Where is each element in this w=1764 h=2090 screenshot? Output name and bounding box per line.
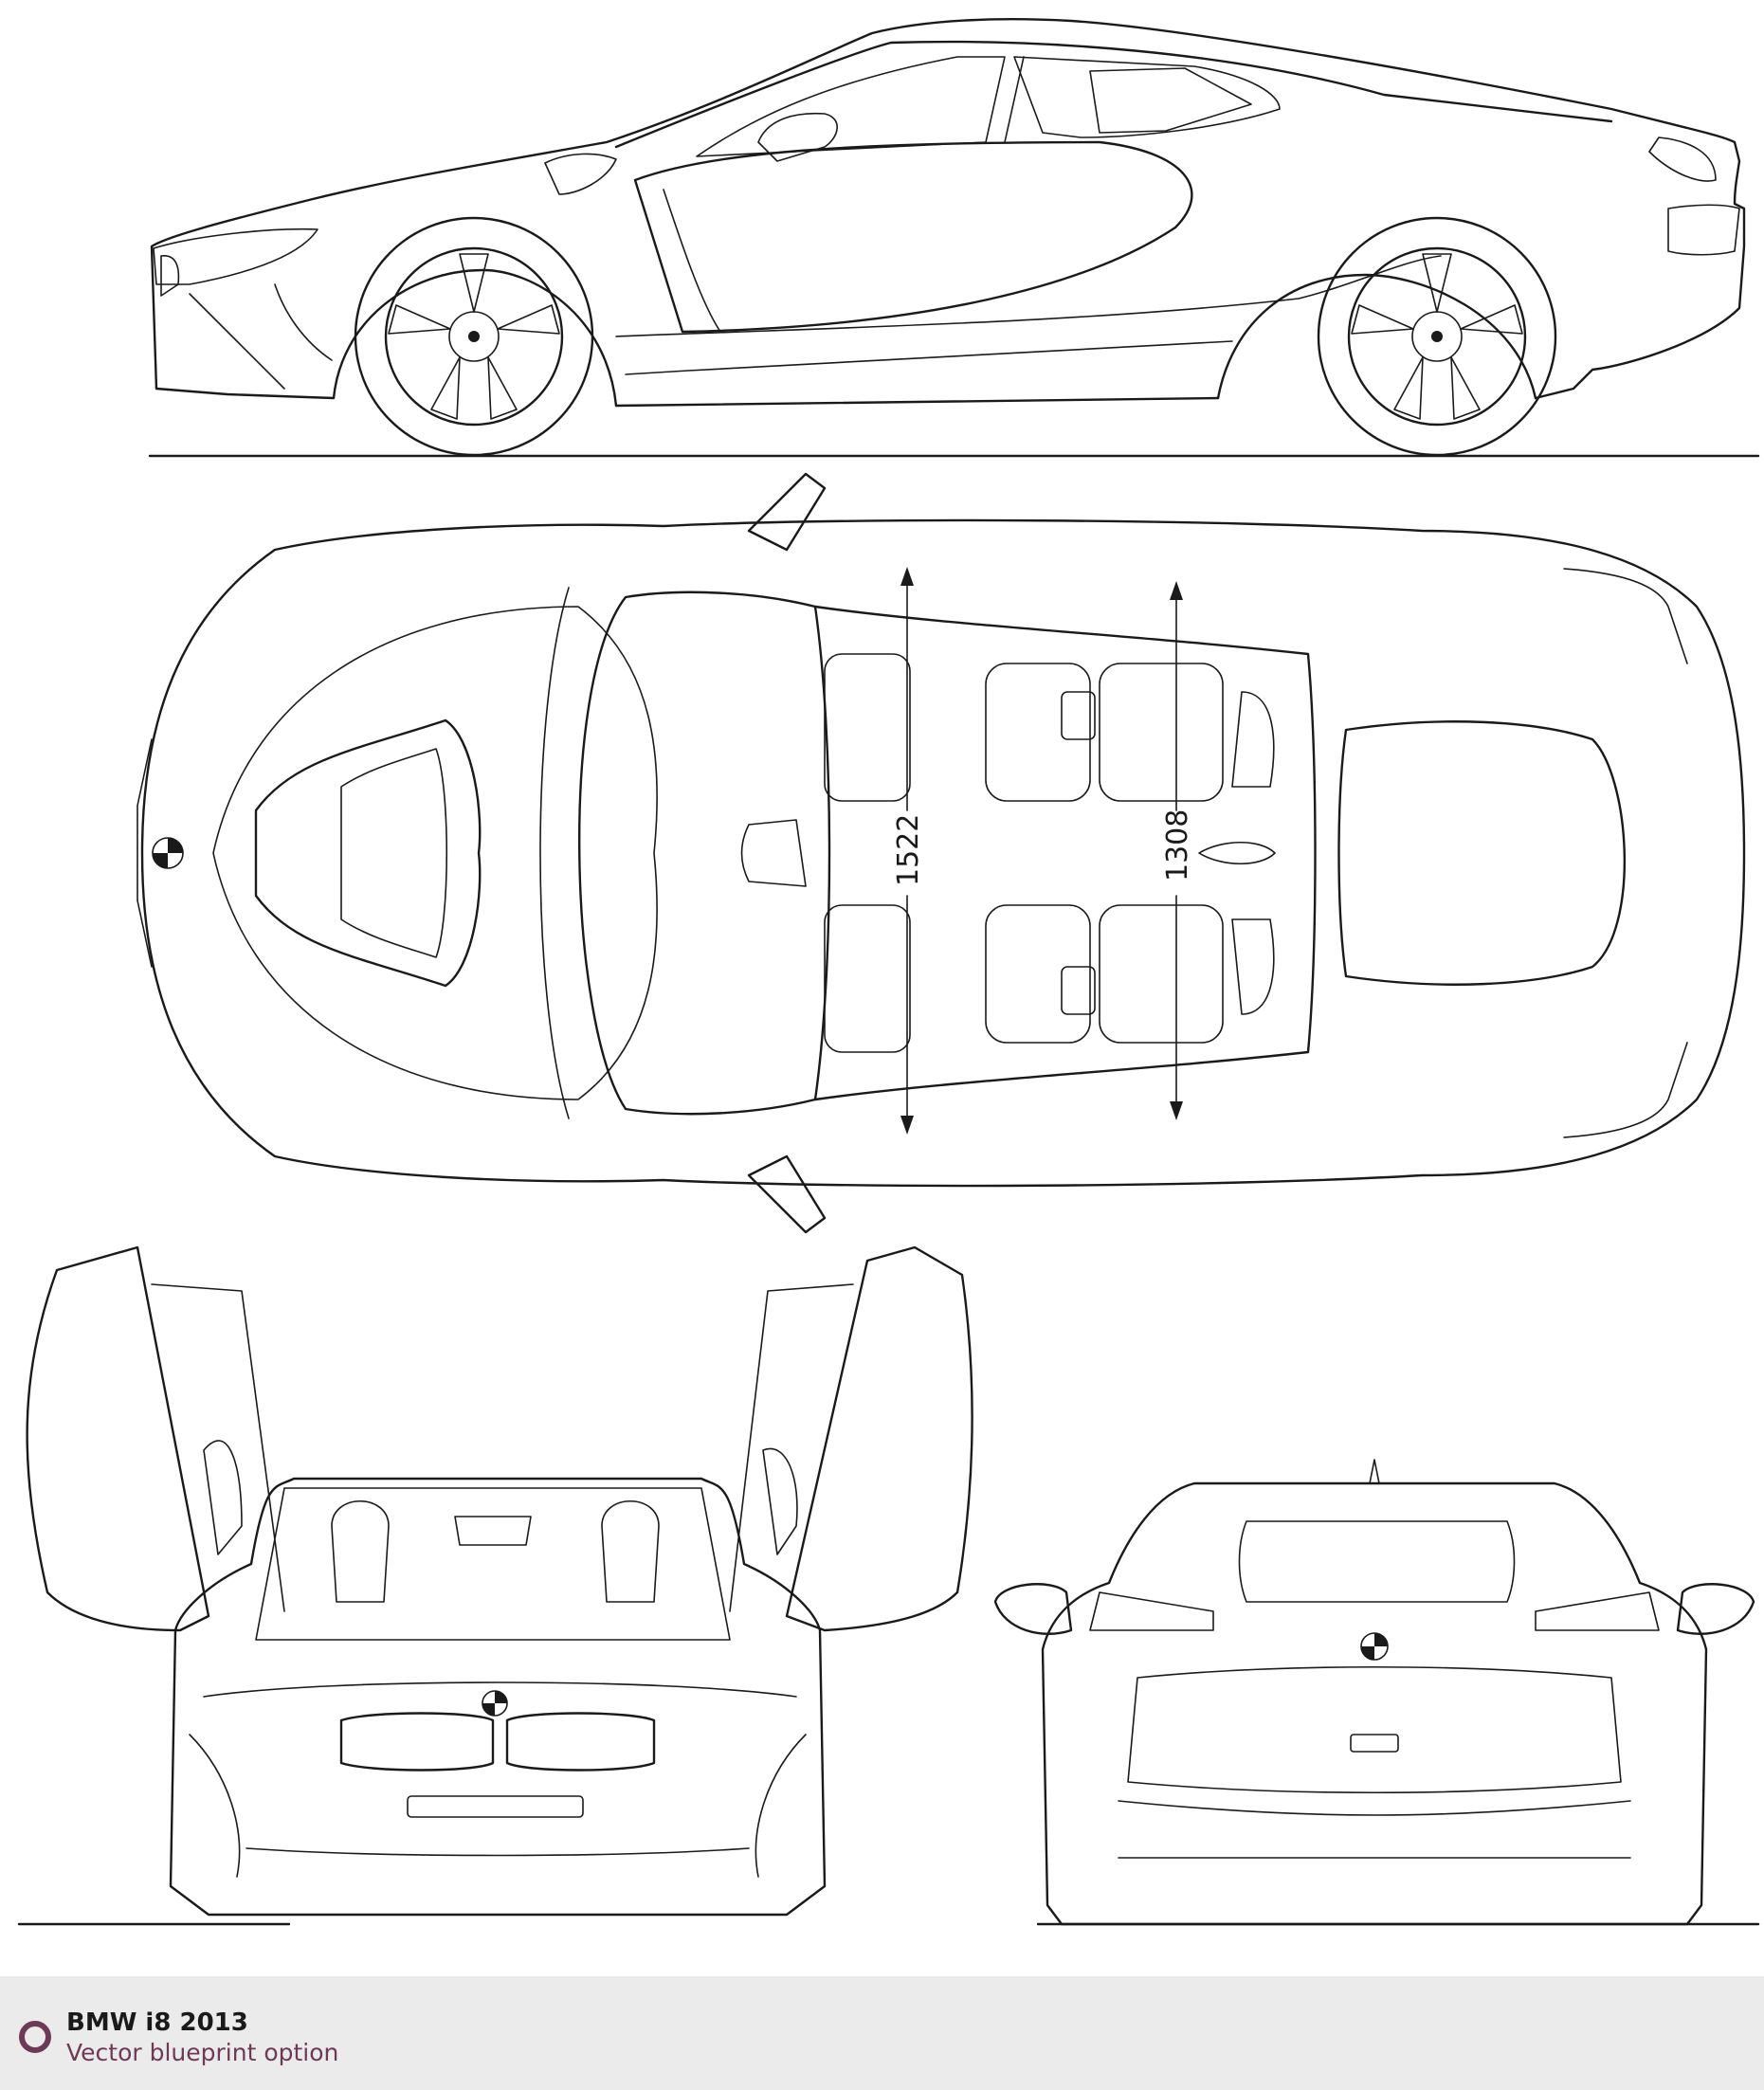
footer-title: BMW i8 2013 [66,2008,248,2037]
side-quarter-glass [1089,67,1252,134]
side-front-bumper-line [189,293,285,390]
side-roofline [614,40,1613,149]
side-rocker-sweep-lower [625,340,1233,375]
side-window-front [696,56,1006,157]
rear-track-label: 1308 [1161,809,1194,881]
front-license-plate [407,1795,584,1818]
rear-shark-fin-antenna [1369,1459,1380,1484]
front-seat-left [331,1499,390,1603]
front-windscreen [255,1487,731,1641]
front-grille-right [505,1712,656,1772]
front-hood-line [203,1681,797,1698]
side-front-grille [160,255,180,297]
front-intake-left [189,1734,241,1878]
rear-glass [1238,1520,1516,1603]
top-body-outline [140,518,1746,1188]
side-rear-diffuser [1667,204,1740,256]
top-view: 1522 1308 [136,472,1746,1234]
top-roof [813,605,1317,1101]
side-door-panel [633,140,1193,334]
front-door-right-mirror [762,1447,798,1555]
bmw-logo-icon [152,837,184,869]
circle-badge-icon [19,2021,51,2053]
top-rear-spoiler-right [1563,1042,1688,1138]
blueprint-drawing: 1522 1308 [17,18,1760,1926]
front-door-left-mirror [203,1440,243,1555]
side-window-rear [1013,56,1281,138]
side-body-outline [150,18,1746,400]
top-hood-outline [212,606,658,1100]
top-rear-glass [1337,720,1627,986]
front-door-right-open [785,1245,973,1632]
front-door-right-inner [729,1283,854,1612]
side-headlight [153,227,318,285]
side-rear-wheel [1317,216,1557,457]
front-track-label: 1522 [892,814,925,886]
front-view [17,1245,973,1926]
front-grille-left [339,1712,495,1772]
side-mirror [757,112,838,162]
dimension-rear-track [1170,581,1183,1120]
dimension-front-track [900,567,914,1135]
front-rear-view-mirror [454,1516,532,1546]
rear-mirror-left [993,1583,1073,1635]
side-view [148,18,1760,458]
top-cowl-line [539,587,570,1119]
side-front-fender-line [274,283,333,361]
top-roof-antenna [1198,841,1276,865]
rear-license-plate [1350,1734,1399,1753]
rear-view [993,1459,1760,1926]
side-b-pillar [1004,56,1025,143]
top-front-bumper [136,738,153,968]
rear-fascia [1127,1665,1622,1794]
top-hood-panel [254,718,482,988]
front-bmw-logo-icon [482,1690,508,1717]
footer-subtitle: Vector blueprint option [66,2039,339,2066]
top-mirror-left [747,472,827,552]
rear-mirror-right [1676,1583,1755,1635]
top-center-console [740,819,807,887]
side-front-wheel [354,216,594,457]
rear-taillight-left [1089,1591,1214,1631]
side-sill [614,396,1220,408]
footer: BMW i8 2013 Vector blueprint option [0,1976,1764,2090]
top-hood-inner [340,748,448,958]
top-mirror-right [747,1154,827,1234]
rear-bmw-logo-icon [1360,1632,1389,1661]
side-front-arch [155,268,618,408]
side-rocker-sweep-upper [615,255,1442,337]
front-door-left-open [26,1245,210,1632]
front-intake-right [755,1734,807,1878]
rear-diffuser-line [1118,1800,1631,1816]
front-body-outline [169,1477,827,1917]
top-windscreen [577,591,831,1116]
side-hood-vent [544,153,617,195]
side-door-front-edge [663,189,721,333]
side-rear-arch [1216,273,1537,400]
top-rear-spoiler-left [1563,568,1688,664]
rear-taillight-right [1535,1591,1660,1631]
front-seat-right [601,1499,660,1603]
top-seats [824,653,1275,1053]
front-splitter [246,1847,750,1857]
front-door-left-inner [151,1283,285,1612]
rear-body-outline [1041,1481,1708,1926]
side-taillight [1648,136,1717,182]
